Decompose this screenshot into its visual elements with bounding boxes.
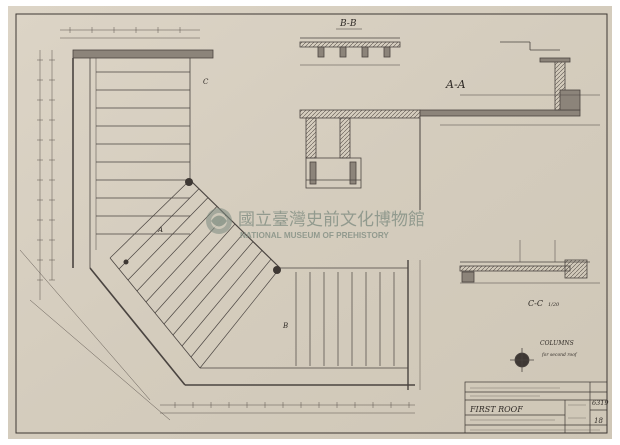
beam-line	[154, 223, 236, 314]
beam-line	[172, 241, 254, 336]
beam-line	[109, 179, 191, 259]
dimension-lines	[19, 29, 421, 421]
watermark-english: NATIONAL MUSEUM OF PREHISTORY	[240, 231, 389, 240]
column-marker	[273, 266, 281, 274]
section-bb-label: B-B	[339, 19, 357, 29]
beam-line	[118, 188, 200, 270]
section-cc-label: C-C	[528, 299, 543, 308]
section-mark-a: A	[157, 226, 163, 234]
column-detail	[510, 348, 534, 372]
beam-line	[199, 267, 281, 369]
section-cc-detail	[459, 240, 600, 284]
column-sub-note: for second roof	[541, 352, 578, 358]
plan-vertical-wing	[72, 49, 214, 268]
section-cc-scale: 1/20	[548, 302, 560, 308]
title-block	[464, 381, 608, 434]
museum-watermark: 國立臺灣史前文化博物館 NATIONAL MUSEUM OF PREHISTOR…	[206, 208, 425, 240]
column-marker	[185, 178, 193, 186]
beam-line	[136, 206, 218, 292]
plan-horizontal-wing	[185, 260, 415, 390]
column-marker	[123, 259, 129, 265]
paper	[8, 6, 612, 439]
sheet-index: 18	[594, 417, 603, 425]
beam-line	[127, 197, 209, 281]
watermark-chinese: 國立臺灣史前文化博物館	[238, 210, 425, 230]
section-mark-b: B	[282, 322, 288, 330]
sheet-title: FIRST ROOF	[469, 405, 523, 414]
beam-line	[163, 232, 245, 325]
section-bb-detail	[299, 37, 401, 66]
beam-line	[190, 258, 272, 358]
plan-diagonal-wing	[89, 179, 281, 386]
beam-line	[181, 250, 263, 347]
drawing-frame	[15, 13, 608, 434]
column-note: COLUMNS	[540, 340, 574, 347]
museum-logo-icon	[206, 208, 232, 234]
sheet-number: 6319	[592, 399, 609, 407]
section-aa-label: A-A	[445, 78, 466, 91]
section-mark-c: C	[203, 78, 209, 86]
title-block-scribbles	[470, 387, 600, 431]
section-aa-detail	[299, 41, 600, 210]
